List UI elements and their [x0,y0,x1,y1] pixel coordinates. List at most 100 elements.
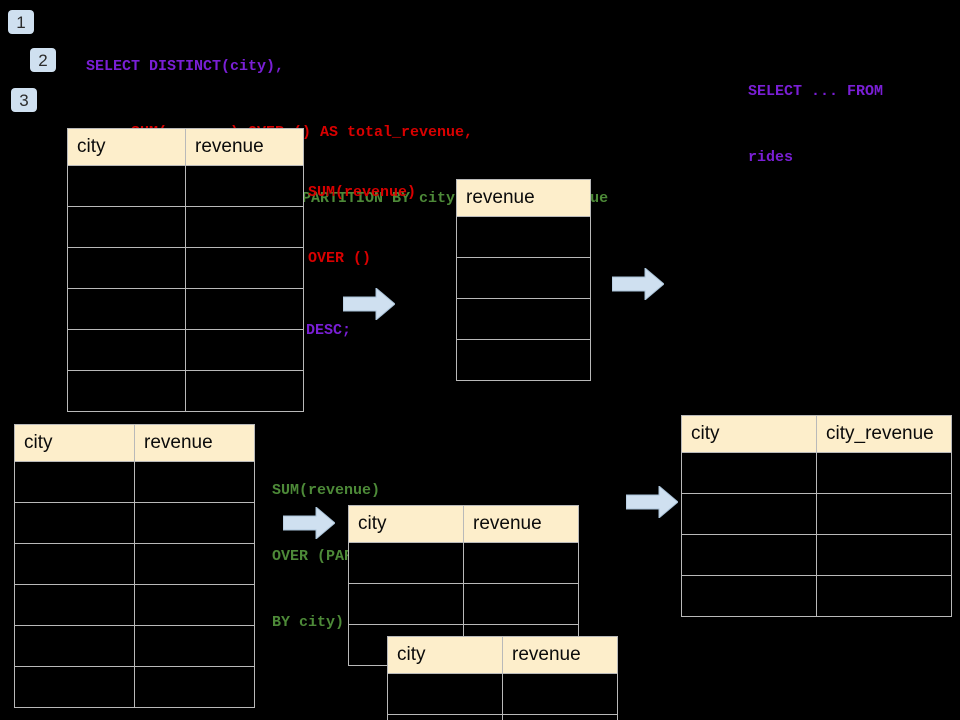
cell-city [681,534,817,576]
table-row [14,584,255,626]
cell-city [387,673,503,715]
annotation-sum-over-partition: SUM(revenue) OVER (PARTITION BY city) [272,436,407,678]
cell-revenue [185,329,304,371]
table-row [681,452,952,494]
annotation-select-from-rides: SELECT ... FROM rides [748,37,883,213]
cell-revenue [134,666,255,708]
table-header-row: revenue [456,179,591,217]
annotation-sum-over-empty: SUM(revenue) OVER () [308,138,416,314]
cell-revenue [456,216,591,258]
column-header-revenue: revenue [463,505,579,543]
table-row [348,542,579,584]
column-header-revenue: revenue [456,179,591,217]
step-badge-3-label: 3 [19,90,29,110]
cell-revenue [134,502,255,544]
cell-city-revenue [816,452,952,494]
table-row [456,216,591,258]
cell-city [67,206,186,248]
cell-city [348,542,464,584]
table-row [456,339,591,381]
column-header-city: city [348,505,464,543]
cell-revenue [134,584,255,626]
arrow-total-to-result [612,268,664,300]
cell-revenue [134,461,255,503]
column-header-city: city [387,636,503,674]
table-header-row: city revenue [387,636,618,674]
table-row [456,298,591,340]
table-row [67,288,304,330]
cell-city [67,247,186,289]
column-header-city: city [681,415,817,453]
arrow-source-to-partition [283,507,335,539]
step-badge-3: 3 [11,88,37,112]
cell-city [387,714,503,720]
cell-revenue [185,206,304,248]
cell-city [681,575,817,617]
column-header-city-revenue: city_revenue [816,415,952,453]
table-header-row: city revenue [14,424,255,462]
column-header-city: city [67,128,186,166]
arrow-partition-to-result [626,486,678,518]
cell-city [67,165,186,207]
cell-city [14,625,135,667]
cell-city-revenue [816,534,952,576]
table-row [14,502,255,544]
column-header-revenue: revenue [185,128,304,166]
column-header-revenue: revenue [502,636,618,674]
cell-city [67,329,186,371]
cell-revenue [502,673,618,715]
table-row [14,543,255,585]
rides-partition-source-table: city revenue [14,424,255,708]
cell-city [681,452,817,494]
total-revenue-table: revenue [456,179,591,381]
table-row [14,625,255,667]
column-header-city: city [14,424,135,462]
table-header-row: city revenue [348,505,579,543]
cell-revenue [134,543,255,585]
cell-revenue [185,288,304,330]
step-badge-1-label: 1 [16,12,26,32]
annotation-sum-over-empty-line-1: SUM(revenue) [308,184,417,201]
table-row [681,493,952,535]
table-row [67,370,304,412]
step-badge-2: 2 [30,48,56,72]
annotation-select-from-rides-line-1: SELECT ... FROM [748,83,884,100]
cell-city [14,666,135,708]
table-row [14,461,255,503]
rides-source-table: city revenue [67,128,304,412]
cell-revenue [456,298,591,340]
result-table: city city_revenue [681,415,952,617]
table-row [387,673,618,715]
cell-revenue [185,165,304,207]
column-header-revenue: revenue [134,424,255,462]
cell-city [14,543,135,585]
table-header-row: city city_revenue [681,415,952,453]
table-row [681,575,952,617]
annotation-sum-over-partition-line-1: SUM(revenue) [272,482,381,499]
cell-revenue [134,625,255,667]
table-row [67,247,304,289]
cell-city-revenue [816,575,952,617]
sql-line-1: SELECT DISTINCT(city), [86,58,285,75]
table-row [14,666,255,708]
cell-city [348,583,464,625]
step-badge-1: 1 [8,10,34,34]
step-badge-2-label: 2 [38,50,48,70]
table-row [456,257,591,299]
annotation-sum-over-partition-line-3: BY city) [272,614,345,631]
table-header-row: city revenue [67,128,304,166]
arrow-source-to-total [343,288,395,320]
cell-city [67,288,186,330]
cell-city [681,493,817,535]
partition-group-table-front: city revenue [387,636,618,720]
cell-city [14,584,135,626]
cell-revenue [456,339,591,381]
cell-city [67,370,186,412]
table-row [348,583,579,625]
annotation-select-from-rides-line-2: rides [748,149,794,166]
table-row [681,534,952,576]
table-row [67,165,304,207]
table-row [67,329,304,371]
annotation-sum-over-empty-line-2: OVER () [308,250,372,267]
